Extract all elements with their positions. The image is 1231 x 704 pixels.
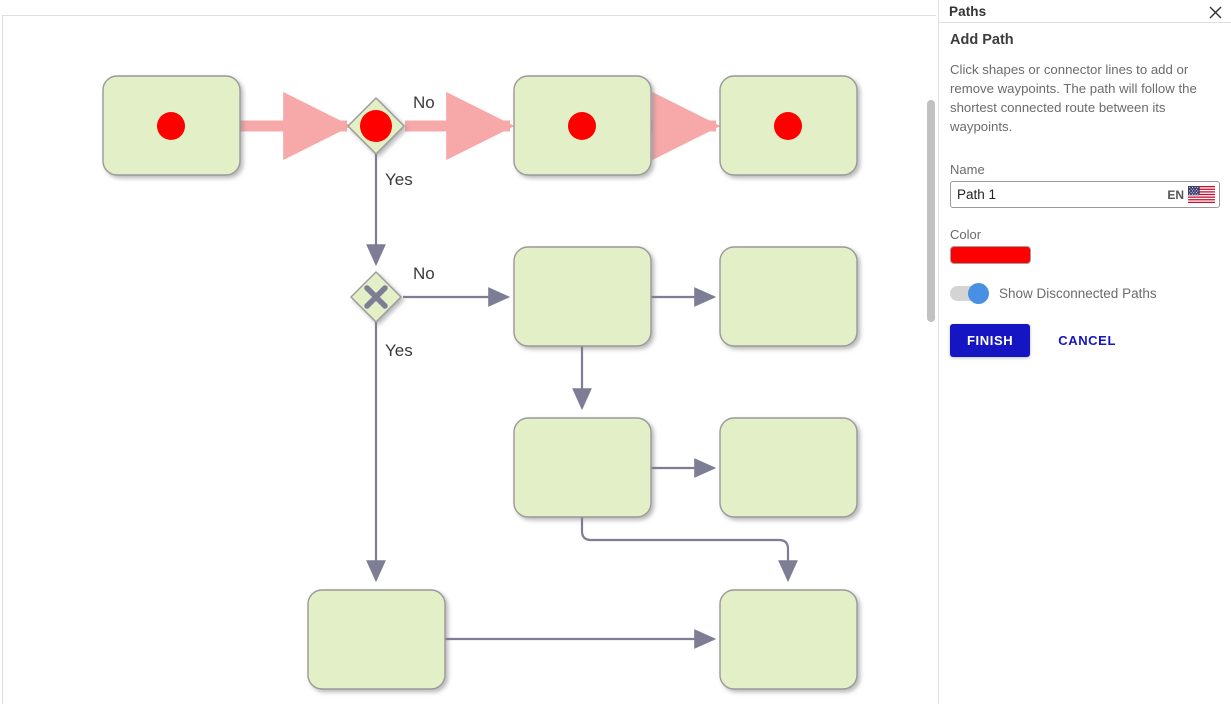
waypoint-marker-3[interactable] [774,112,802,140]
toggle-knob [968,283,989,304]
panel-title: Paths [949,3,987,19]
edge-label-no-2: No [413,264,435,283]
waypoint-marker-1[interactable] [157,112,185,140]
color-swatch[interactable] [950,246,1031,264]
paths-panel: Paths Add Path Click shapes or connector… [938,0,1231,704]
edge-label-yes-1: Yes [385,170,413,189]
canvas-vertical-scrollbar[interactable] [925,16,937,704]
scrollbar-thumb[interactable] [927,100,935,322]
name-field[interactable]: EN [950,181,1220,208]
add-path-heading: Add Path [950,32,1014,48]
show-disconnected-paths-row[interactable]: Show Disconnected Paths [950,283,1220,304]
shapes[interactable] [102,75,858,690]
flowchart-diagram[interactable]: No Yes No Yes [0,0,937,704]
edge-labels: No Yes No Yes [385,93,435,360]
task-node-9[interactable] [719,589,858,690]
connectors[interactable] [366,154,798,649]
edge-label-yes-2: Yes [385,341,413,360]
panel-header: Paths [939,0,1231,23]
task-node-4[interactable] [513,246,652,347]
path-instructions: Click shapes or connector lines to add o… [950,62,1197,134]
diagram-canvas[interactable]: No Yes No Yes [0,0,937,704]
finish-button[interactable]: FINISH [950,324,1031,357]
name-label: Name [950,162,985,177]
exclusive-x-icon [364,285,388,309]
task-node-6[interactable] [513,417,652,518]
us-flag-icon [1188,186,1215,203]
task-node-7[interactable] [719,417,858,518]
task-node-8[interactable] [307,589,446,690]
connector-task6-task9[interactable] [580,517,798,583]
panel-actions: FINISH CANCEL [950,324,1220,357]
edge-label-no-1: No [413,93,435,112]
toggle-label: Show Disconnected Paths [999,286,1157,301]
waypoint-marker-2[interactable] [568,112,596,140]
path-name-input[interactable] [951,182,1168,207]
cancel-button[interactable]: CANCEL [1052,332,1122,349]
show-disconnected-paths-toggle[interactable] [950,283,989,304]
panel-body: Add Path Click shapes or connector lines… [939,23,1231,357]
language-code-label: EN [1167,187,1184,202]
close-glyph [1209,6,1221,18]
color-label: Color [950,227,982,242]
close-icon[interactable] [1205,2,1225,22]
task-node-5[interactable] [719,246,858,347]
waypoint-marker-4[interactable] [360,110,392,142]
